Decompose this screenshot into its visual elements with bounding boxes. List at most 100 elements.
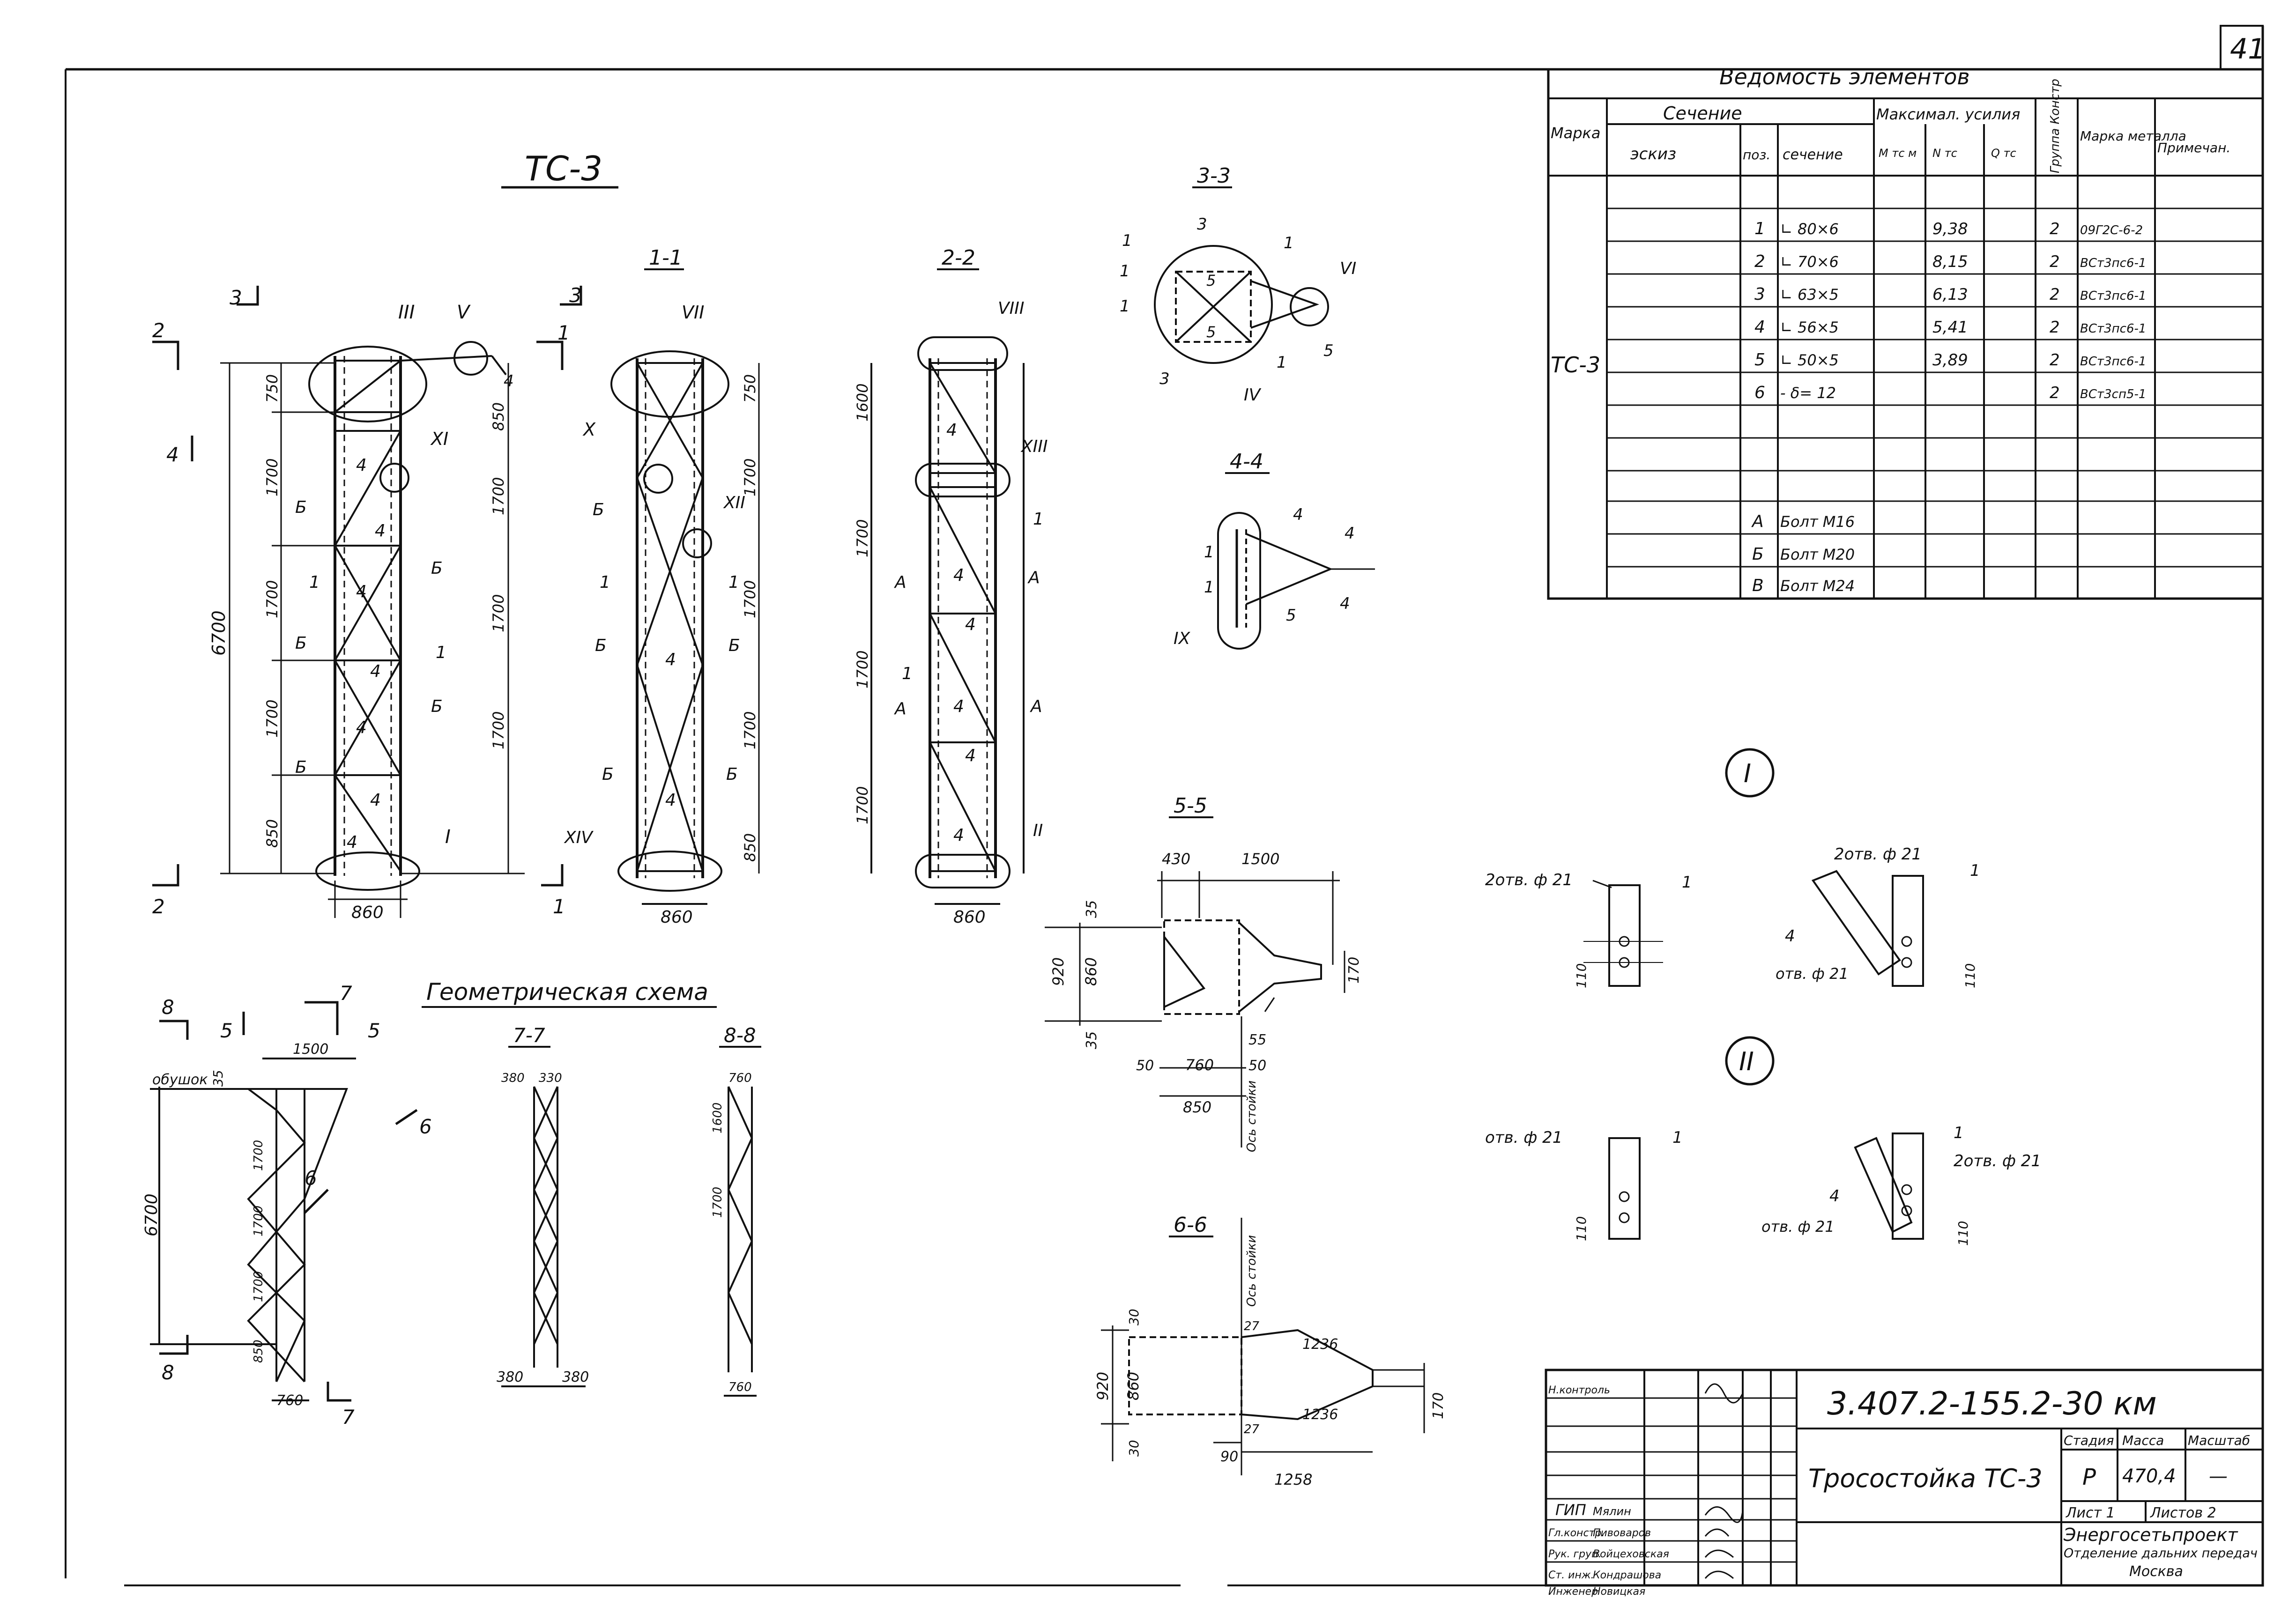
s88-1700: 1700: [711, 1187, 725, 1218]
sec-4-4-title: 4-4: [1230, 450, 1263, 474]
tb-sheet: Лист 1: [2066, 1505, 2115, 1521]
h-metal: Марка металла: [2080, 128, 2186, 144]
spec-row-group: 2: [2050, 351, 2060, 370]
s55-55: 55: [1248, 1032, 1266, 1048]
geom-obush: обушок: [152, 1072, 208, 1088]
marker-2a: 2: [152, 319, 165, 342]
spec-row-n: 6,13: [1932, 285, 1968, 304]
n1-hole2-a: 2отв. ф 21: [1485, 871, 1573, 889]
n2-110: 110: [1574, 1216, 1589, 1241]
lbl-b4: Б: [431, 559, 443, 578]
spec-row-metal: ВСт3пс6-1: [2080, 355, 2146, 369]
s55-50b: 50: [1248, 1058, 1266, 1074]
s11-4b: 4: [665, 791, 676, 810]
sheet-number: 41: [2230, 33, 2266, 66]
tb-code: 3.407.2-155.2-30 км: [1827, 1385, 2157, 1422]
lbl-1b: 1: [436, 643, 446, 662]
geom-1700b: 1700: [252, 1206, 266, 1236]
sec-1-1-title: 1-1: [649, 246, 683, 270]
s22-4f: 4: [953, 826, 964, 845]
geom-6700: 6700: [142, 1193, 161, 1236]
s11-4a: 4: [665, 650, 676, 669]
spec-row-metal: 09Г2С-6-2: [2080, 223, 2143, 237]
h-poz: поз.: [1743, 147, 1770, 163]
marker-4: 4: [166, 443, 179, 466]
s66-27a: 27: [1244, 1319, 1260, 1333]
lbl-4d: 4: [370, 662, 381, 681]
lbl-4f: 4: [370, 791, 381, 810]
s55-35b: 35: [1084, 1031, 1100, 1049]
spec-bolt-poz: Б: [1752, 545, 1764, 564]
lbl-1a: 1: [309, 573, 320, 592]
h-n: N тс: [1932, 147, 1957, 160]
sec-2-2-title: 2-2: [942, 246, 975, 270]
gm-7a: 7: [340, 982, 352, 1005]
s77-380c: 380: [562, 1369, 589, 1385]
tb-name-3: Войцеховская: [1593, 1548, 1669, 1560]
spec-row-metal: ВСт3пс6-1: [2080, 256, 2146, 270]
sec-6-6-title: 6-6: [1174, 1213, 1207, 1237]
gm-8b: 8: [162, 1361, 174, 1384]
spec-row-n: 9,38: [1932, 220, 1968, 238]
marker-2b: 2: [152, 895, 165, 918]
s22-4c: 4: [965, 615, 976, 634]
spec-title: Ведомость элементов: [1719, 64, 1970, 89]
dim-860: 860: [351, 903, 384, 922]
spec-row-sech: ∟ 80×6: [1780, 220, 1839, 238]
s11-b2: Б: [595, 636, 607, 655]
n2-hole1b: отв. ф 21: [1761, 1218, 1835, 1236]
h-group: Группа Констр: [2048, 79, 2062, 173]
n1-hole1: отв. ф 21: [1776, 965, 1849, 983]
tb-org1: Энергосетьпроект: [2063, 1525, 2238, 1545]
lbl-b1: Б: [295, 498, 307, 517]
lbl-4b: 4: [375, 521, 386, 540]
n1-hole2-b: 2отв. ф 21: [1834, 845, 1922, 864]
s88-1600: 1600: [711, 1103, 725, 1133]
s33-1e: 1: [1277, 353, 1287, 372]
spec-mark: ТС-3: [1551, 352, 1600, 377]
node-xiii: XIII: [1020, 437, 1048, 456]
h-max: Максимал. усилия: [1876, 105, 2020, 123]
s55-760: 760: [1185, 1056, 1214, 1074]
s22-4b: 4: [953, 566, 964, 585]
node-xi: XI: [430, 429, 448, 449]
s22-a4: А: [1030, 697, 1042, 716]
tc3-elevation: ТС-3: [152, 149, 618, 922]
s44-4b: 4: [1345, 524, 1355, 543]
node-vi: VI: [1340, 259, 1356, 278]
s22-860: 860: [953, 908, 986, 927]
s44-1a: 1: [1204, 543, 1214, 562]
s22-1600: 1600: [854, 384, 871, 422]
marker-1b: 1: [553, 895, 565, 918]
s22-4e: 4: [965, 746, 976, 765]
s66-1258: 1258: [1274, 1471, 1312, 1488]
geometric-scheme: Геометрическая схема обушок 6700 1500 35…: [142, 978, 761, 1429]
s88-760a: 760: [728, 1071, 752, 1085]
h-eskiz: эскиз: [1630, 145, 1676, 163]
s88-760b: 760: [728, 1380, 752, 1394]
s11-750: 750: [741, 374, 759, 403]
node-viii: VIII: [998, 299, 1024, 318]
section-4-4: 4-4 IX 4 4 4 5 1 1: [1174, 450, 1375, 650]
sec-5-5-title: 5-5: [1174, 794, 1207, 818]
s66-860: 860: [1124, 1372, 1142, 1400]
geom-1700a: 1700: [252, 1140, 266, 1171]
tb-role-4: Ст. инж.: [1548, 1569, 1594, 1581]
tb-sheets: Листов 2: [2150, 1505, 2216, 1521]
s33-5b: 5: [1206, 323, 1216, 341]
n2-1a: 1: [1672, 1128, 1683, 1147]
s55-860: 860: [1082, 957, 1100, 986]
s66-1236b: 1236: [1302, 1406, 1338, 1423]
h-marka: Марка: [1551, 124, 1600, 142]
s22-1b: 1: [902, 664, 913, 683]
n2-1b: 1: [1954, 1124, 1964, 1142]
spec-bolt-poz: А: [1751, 512, 1764, 531]
gm-6b: 6: [305, 1167, 317, 1190]
sec-7-7-title: 7-7: [513, 1024, 545, 1047]
geom-1700c: 1700: [252, 1271, 266, 1302]
s11-b5: Б: [726, 765, 738, 784]
node-vii: VII: [682, 302, 704, 323]
spec-row-sech: ∟ 56×5: [1780, 318, 1839, 336]
s22-1700a: 1700: [854, 519, 871, 557]
